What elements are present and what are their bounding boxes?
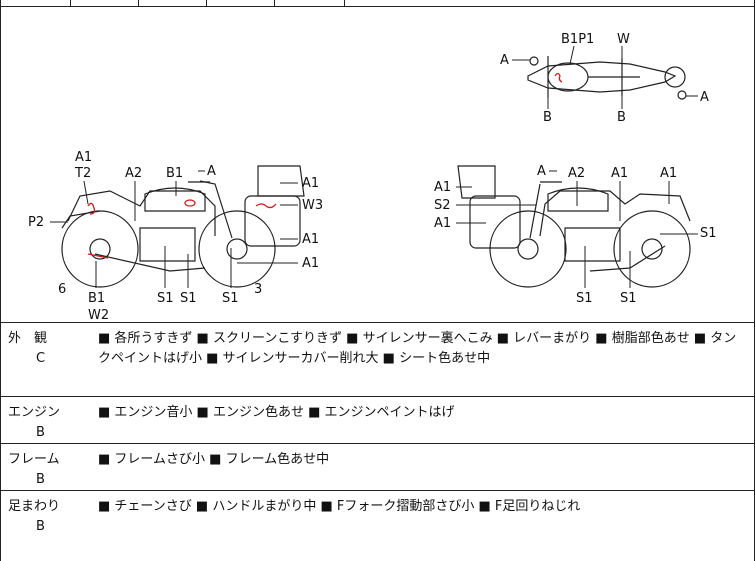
- label-left-w2: W2: [88, 308, 109, 322]
- damage-diagram: B1P1 W A A B B A1 T2 A2 B1 A A1 W3 P2 A1…: [0, 6, 755, 323]
- label-left-p2: P2: [28, 215, 44, 230]
- label-left-s1-c: S1: [222, 291, 239, 306]
- label-left-a2: A2: [125, 166, 142, 181]
- label-left-a1-rear: A1: [302, 256, 319, 271]
- label-top-a-left: A: [500, 53, 509, 68]
- category-cell: フレーム B: [8, 450, 88, 490]
- issues-text: ■ エンジン音小 ■ エンジン色あせ ■ エンジンペイントはげ: [98, 405, 455, 420]
- inspection-row-frame: フレーム B ■ フレームさび小 ■ フレーム色あせ中: [0, 444, 755, 491]
- category-cell: エンジン B: [8, 403, 88, 443]
- category-label: 外 観: [8, 331, 48, 346]
- top-view-labels: B1P1 W A A B B: [500, 32, 709, 125]
- left-side-labels: A1 T2 A2 B1 A A1 W3 P2 A1 A1 6 B1 W2 S1 …: [28, 150, 323, 322]
- label-left-w3: W3: [302, 198, 323, 213]
- grade-value: B: [36, 472, 45, 487]
- grade-value: B: [36, 519, 45, 534]
- inspection-row-engine: エンジン B ■ エンジン音小 ■ エンジン色あせ ■ エンジンペイントはげ: [0, 397, 755, 444]
- inspection-row-exterior: 外 観 C ■ 各所うすきず ■ スクリーンこすりきず ■ サイレンサー裏へこみ…: [0, 323, 755, 397]
- motorcycle-diagram-svg: B1P1 W A A B B A1 T2 A2 B1 A A1 W3 P2 A1…: [28, 32, 717, 322]
- issues-text: ■ チェーンさび ■ ハンドルまがり中 ■ Fフォーク摺動部さび小 ■ F足回り…: [98, 499, 581, 514]
- label-left-a: A: [207, 164, 216, 179]
- label-right-a1-bag: A1: [434, 216, 451, 231]
- grade-value: C: [36, 351, 46, 366]
- label-right-a1-tank: A1: [611, 166, 628, 181]
- category-cell: 外 観 C: [8, 329, 88, 369]
- label-left-3: 3: [254, 282, 262, 297]
- category-label: フレーム: [8, 452, 60, 467]
- label-right-s1-exhaust: S1: [620, 291, 637, 306]
- category-cell: 足まわり B: [8, 497, 88, 537]
- leader-lines: [50, 45, 698, 288]
- label-right-s2: S2: [434, 198, 451, 213]
- label-left-b1: B1: [166, 166, 183, 181]
- top-view-motorcycle: [527, 56, 687, 100]
- label-right-a1-screen: A1: [434, 180, 451, 195]
- label-left-s1-b: S1: [180, 291, 197, 306]
- label-left-a1-bag: A1: [302, 232, 319, 247]
- grade-value: B: [36, 425, 45, 440]
- label-right-s1-muffler: S1: [700, 226, 717, 241]
- issues-text: ■ フレームさび小 ■ フレーム色あせ中: [98, 452, 330, 467]
- inspection-row-suspension: 足まわり B ■ チェーンさび ■ ハンドルまがり中 ■ Fフォーク摺動部さび小…: [0, 491, 755, 561]
- issues-text: ■ 各所うすきず ■ スクリーンこすりきず ■ サイレンサー裏へこみ ■ レバー…: [98, 331, 737, 366]
- label-left-a1-screen: A1: [302, 176, 319, 191]
- label-right-a1-rear: A1: [660, 166, 677, 181]
- label-right-a2: A2: [568, 166, 585, 181]
- label-top-a-right: A: [700, 90, 709, 105]
- label-left-t2: T2: [74, 166, 91, 181]
- label-right-a: A: [537, 164, 546, 179]
- label-top-w: W: [617, 32, 630, 47]
- label-left-b1-bottom: B1: [88, 291, 105, 306]
- label-right-s1-engine: S1: [576, 291, 593, 306]
- left-side-motorcycle: [61, 165, 305, 288]
- label-top-b-left: B: [543, 110, 552, 125]
- label-left-a1-top: A1: [75, 150, 92, 165]
- right-side-labels: A A2 A1 A1 A1 S2 A1 S1 S1 S1: [434, 164, 717, 306]
- label-top-b1p1: B1P1: [561, 32, 594, 47]
- sheet-left-border: [0, 0, 1, 561]
- damage-marks: [87, 72, 563, 259]
- label-left-6: 6: [58, 282, 66, 297]
- category-label: エンジン: [8, 405, 61, 420]
- label-top-b-right: B: [617, 110, 626, 125]
- header-strip: [0, 0, 755, 7]
- category-label: 足まわり: [8, 499, 61, 514]
- right-side-motorcycle: [457, 165, 691, 288]
- label-left-s1-a: S1: [157, 291, 174, 306]
